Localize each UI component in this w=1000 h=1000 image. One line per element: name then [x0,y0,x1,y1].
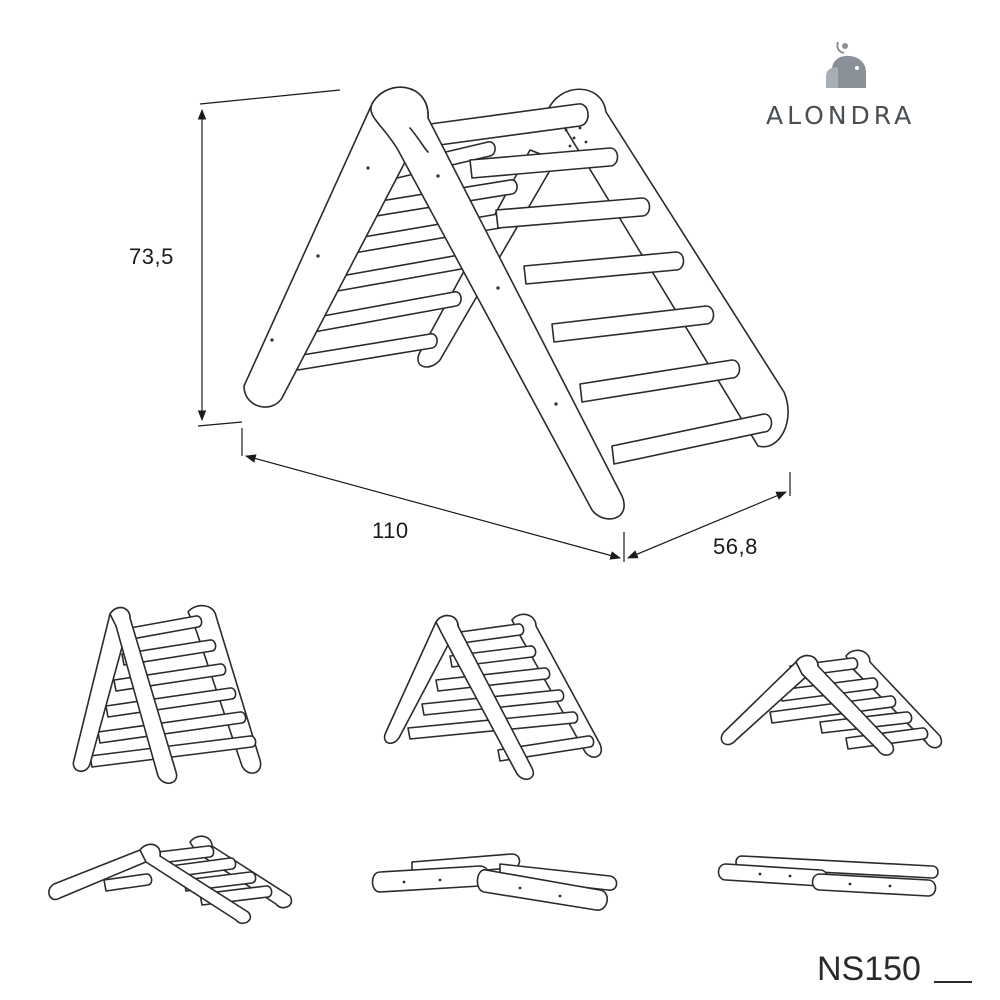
config-triangle-medium [383,613,603,780]
config-triangle-low [720,649,943,756]
brand-name: ALONDRA [766,101,916,130]
length-dimension-label: 110 [372,518,409,543]
config-ramp-slope [48,835,293,925]
config-flat-low [371,853,618,911]
depth-dimension-label: 56,8 [713,534,758,559]
main-climbing-triangle [243,86,789,520]
product-code-underline [934,981,972,983]
dimension-lines [197,89,791,562]
product-code: NS150 [817,950,921,988]
height-dimension-label: 73,5 [129,244,174,269]
alondra-logo-icon [826,41,866,88]
config-triangle-steep [72,604,262,784]
config-flat-ladder [717,855,939,897]
